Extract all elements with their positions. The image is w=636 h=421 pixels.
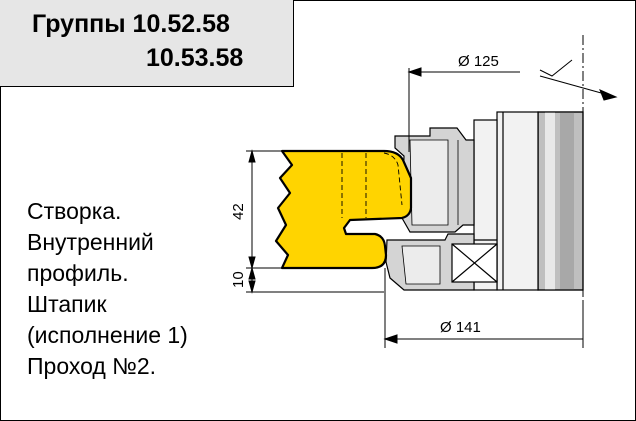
description-line: профиль. bbox=[27, 260, 129, 286]
title-line-2: 10.53.58 bbox=[146, 44, 244, 72]
top-diameter-dimension bbox=[407, 67, 520, 152]
description-line: Створка. bbox=[27, 198, 122, 224]
description-line: Штапик bbox=[27, 291, 107, 317]
workpiece bbox=[274, 149, 413, 270]
title-box: Группы 10.52.58 10.53.58 bbox=[0, 0, 294, 87]
upper-cutter bbox=[394, 127, 475, 233]
description-line: Проход №2. bbox=[27, 353, 157, 379]
title-line-1: Группы 10.52.58 bbox=[32, 10, 230, 38]
bottom-diameter-label: Ø 141 bbox=[440, 319, 481, 336]
bottom-diameter-dimension bbox=[383, 268, 584, 348]
spindle-body bbox=[537, 111, 584, 291]
rotation-arrow bbox=[539, 59, 618, 101]
description-block: Створка. Внутренний профиль. Штапик (исп… bbox=[27, 196, 188, 382]
height-dimensions bbox=[246, 149, 384, 294]
top-diameter-label: Ø 125 bbox=[458, 53, 499, 70]
height-main-label: 42 bbox=[230, 203, 247, 220]
height-lower-label: 10 bbox=[230, 271, 247, 288]
description-line: (исполнение 1) bbox=[27, 322, 188, 348]
bearing-symbol bbox=[451, 243, 498, 283]
workpiece-hidden-lines bbox=[341, 152, 403, 218]
description-line: Внутренний bbox=[27, 229, 154, 255]
